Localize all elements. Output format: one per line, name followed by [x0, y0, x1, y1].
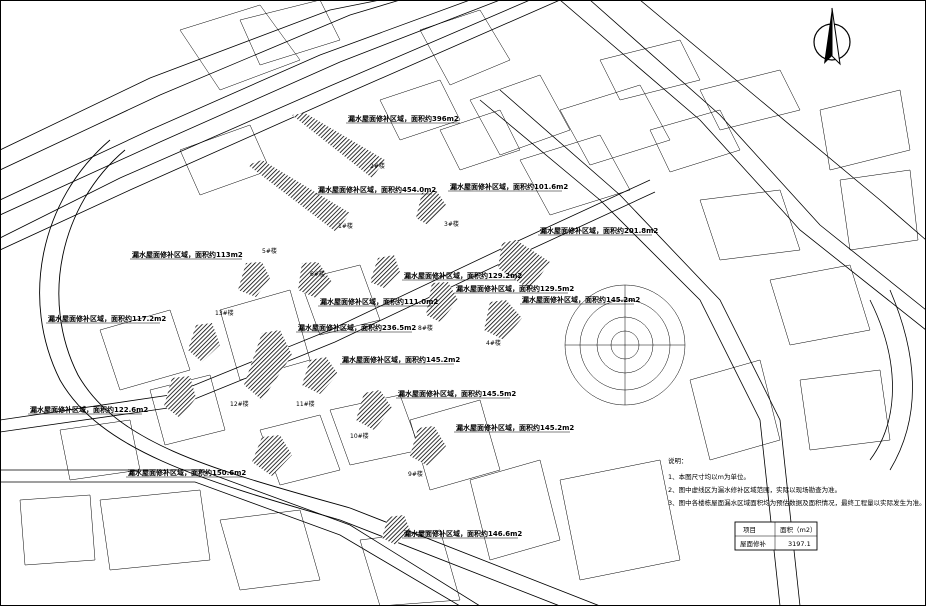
repair-label-1: 漏水屋面修补区域，面积约396m2	[348, 114, 459, 123]
building-label-12: 8#楼	[418, 324, 433, 332]
building-label-5: 6#楼	[310, 270, 325, 278]
repair-area-7	[370, 255, 400, 288]
building-label-4: 5#楼	[262, 247, 277, 255]
note-2: 2、图中虚线区为漏水修补区域范围，实际以现场勘查为准。	[668, 485, 841, 494]
repair-label-11: 漏水屋面修补区域，面积约236.5m2	[298, 323, 416, 332]
repair-label-13: 漏水屋面修补区域，面积约145.5m2	[398, 389, 516, 398]
table-header-area: 面积（m2）	[780, 525, 816, 534]
building-label-11: 4#楼	[486, 339, 501, 347]
table-header-item: 项目	[743, 526, 756, 534]
building-label-3: 3#楼	[444, 220, 459, 228]
repair-label-15: 漏水屋面修补区域，面积约145.2m2	[456, 423, 574, 432]
building-label-8: 11#楼	[296, 400, 315, 408]
repair-area-6	[298, 262, 332, 298]
repair-area-12	[302, 357, 338, 394]
repair-area-2	[248, 160, 350, 232]
repair-label-17: 漏水屋面修补区域，面积约146.6m2	[404, 529, 522, 538]
note-3: 3、图中各楼栋屋面漏水区域面积均为预估数据及面积情况，最终工程量以实际发生为准。	[668, 498, 926, 507]
rail-corridor	[0, 0, 561, 251]
repair-area-10	[188, 323, 220, 362]
lower-road	[0, 179, 656, 606]
repair-area-1	[292, 113, 385, 178]
repair-areas	[164, 113, 550, 545]
summary-table: 项目 面积（m2） 屋面修补 3197.1	[734, 521, 818, 551]
notes-title: 说明：	[668, 456, 688, 465]
repair-area-16	[252, 435, 292, 476]
note-1: 1、本图尺寸均以m为单位。	[668, 472, 750, 481]
repair-label-14: 漏水屋面修补区域，面积约122.6m2	[30, 405, 148, 414]
repair-area-17	[382, 515, 410, 545]
repair-label-4: 漏水屋面修补区域，面积约201.8m2	[540, 226, 658, 235]
repair-area-9	[484, 300, 522, 340]
building-label-7: 12#楼	[230, 400, 249, 408]
building-label-10: 9#楼	[408, 470, 423, 478]
repair-area-8	[426, 282, 458, 322]
repair-area-3	[416, 190, 446, 225]
repair-label-8: 漏水屋面修补区域，面积约111.0m2	[320, 297, 438, 306]
repair-label-3: 漏水屋面修补区域，面积约101.6m2	[450, 182, 568, 191]
right-roads	[479, 0, 926, 606]
building-label-6: 13#楼	[215, 309, 234, 317]
rail-curve	[39, 139, 601, 606]
repair-label-9: 漏水屋面修补区域，面积约145.2m2	[522, 295, 640, 304]
repair-area-13	[356, 390, 392, 430]
repair-area-15	[410, 426, 446, 466]
repair-area-14	[164, 376, 196, 418]
building-label-1: 1#楼	[338, 222, 353, 230]
repair-label-12: 漏水屋面修补区域，面积约145.2m2	[342, 355, 460, 364]
repair-label-16: 漏水屋面修补区域，面积约150.6m2	[128, 468, 246, 477]
table-cell-area: 3197.1	[788, 540, 811, 548]
roundabout	[564, 284, 686, 406]
repair-area-5	[238, 262, 270, 297]
repair-label-group: 漏水屋面修补区域，面积约396m2 漏水屋面修补区域，面积约454.0m2 漏水…	[28, 114, 658, 539]
repair-label-2: 漏水屋面修补区域，面积约454.0m2	[318, 185, 436, 194]
building-label-2: 2#楼	[370, 162, 385, 170]
repair-label-6: 漏水屋面修补区域，面积约129.2m2	[404, 271, 522, 280]
background-parcels	[19, 0, 919, 606]
building-label-9: 10#楼	[350, 432, 369, 440]
repair-label-5: 漏水屋面修补区域，面积约113m2	[132, 250, 243, 259]
north-arrow-icon	[813, 7, 851, 66]
notes-block: 说明： 1、本图尺寸均以m为单位。 2、图中虚线区为漏水修补区域范围，实际以现场…	[668, 456, 926, 507]
repair-label-7: 漏水屋面修补区域，面积约129.5m2	[456, 284, 574, 293]
repair-label-10: 漏水屋面修补区域，面积约117.2m2	[48, 314, 166, 323]
repair-area-11	[244, 330, 292, 400]
repair-area-4	[498, 240, 550, 290]
table-cell-item: 屋面修补	[740, 539, 767, 548]
building-labels: 1#楼 2#楼 3#楼 5#楼 6#楼 13#楼 12#楼 11#楼 10#楼 …	[215, 162, 501, 478]
